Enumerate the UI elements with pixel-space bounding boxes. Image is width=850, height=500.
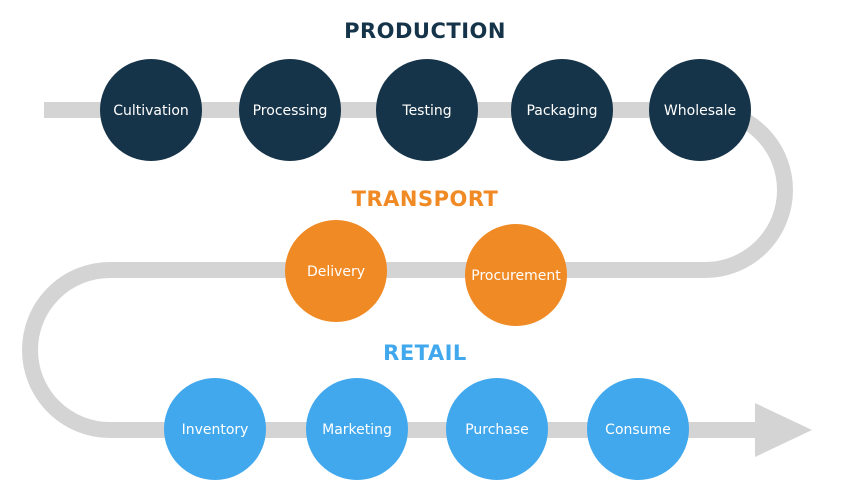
section-title-retail: RETAIL — [383, 341, 467, 365]
svg-text:Delivery: Delivery — [307, 264, 365, 280]
retail-node-purchase: Purchase — [446, 378, 548, 480]
production-node-processing: Processing — [239, 59, 341, 161]
svg-text:Cultivation: Cultivation — [113, 103, 189, 119]
flow-arrowhead — [755, 403, 812, 457]
transport-node-procurement: Procurement — [465, 224, 567, 326]
svg-text:Packaging: Packaging — [526, 103, 597, 119]
transport-node-delivery: Delivery — [285, 220, 387, 322]
flow-track — [22, 102, 793, 438]
retail-node-inventory: Inventory — [164, 378, 266, 480]
svg-text:Consume: Consume — [605, 422, 671, 438]
svg-text:Processing: Processing — [253, 103, 328, 119]
svg-text:Wholesale: Wholesale — [664, 103, 736, 119]
svg-text:Purchase: Purchase — [465, 422, 529, 438]
svg-text:Inventory: Inventory — [182, 422, 249, 438]
section-title-production: PRODUCTION — [344, 19, 506, 43]
retail-node-marketing: Marketing — [306, 378, 408, 480]
retail-node-consume: Consume — [587, 378, 689, 480]
svg-text:Procurement: Procurement — [471, 268, 561, 284]
section-title-transport: TRANSPORT — [352, 187, 499, 211]
production-node-testing: Testing — [376, 59, 478, 161]
production-node-wholesale: Wholesale — [649, 59, 751, 161]
svg-text:Testing: Testing — [401, 103, 451, 119]
production-node-cultivation: Cultivation — [100, 59, 202, 161]
production-node-packaging: Packaging — [511, 59, 613, 161]
svg-text:Marketing: Marketing — [322, 422, 392, 438]
